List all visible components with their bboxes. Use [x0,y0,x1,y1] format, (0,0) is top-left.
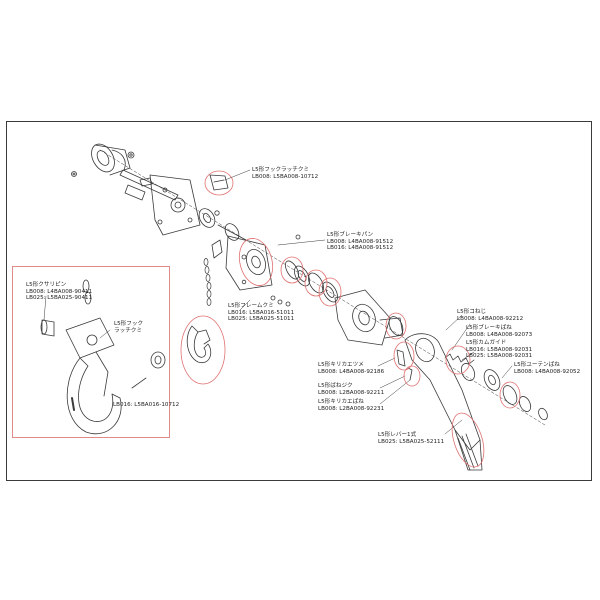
pinion-gear [198,208,247,241]
part-name: L5形ブレーキパン [327,232,374,238]
brake-cover [334,289,404,346]
label-hook-latch-set: L5形フックラッチクミ LB008: L5BA008-10712 [252,167,318,180]
brake-washers [284,260,338,303]
label-brake-pawl: L5形ブレーキパン LB008: L4BA008-91512 LB016: L4… [327,232,393,252]
part-name: L5形フレームクミ [228,303,274,309]
hook-latch-part [209,174,229,191]
side-plate-frame [149,174,201,236]
part-name: L5形フックラッチクミ [252,167,310,173]
label-pawl-shaft: L5形ばねジク LB008: L2BA008-92211 [318,383,384,396]
label-hook-latch: L5形フック ラッチクミ [114,321,143,334]
part-code: LB016: L5BA016-10712 [113,402,180,408]
part-code: LB008: L4BA008-92073 [466,331,533,338]
part-name: L5形ブレーキばね [466,325,512,331]
part-code: LB008: L4BA008-91512 [327,238,394,245]
leader-lines [43,169,513,435]
part-name: L5形クサリピン [26,282,67,288]
part-code: LB025: L5BA008-92031 [466,353,533,360]
part-name: L5形ばねジク [318,383,353,389]
part-code: LB008: L4BA008-92052 [514,368,581,375]
small-pins [214,210,301,307]
label-cam-guide: L5形カムガイド LB016: L5BA008-92031 LB025: L5B… [466,340,532,360]
part-code: LB025: L5BA025-51011 [228,316,295,323]
part-code: LB025: L5BA025-52111 [378,438,445,445]
callout-circles [180,170,521,468]
end-washers [460,363,548,421]
label-euten-spring: L5形ユーテンばね LB008: L4BA008-92052 [514,362,580,375]
inset-hook [40,279,166,435]
gear-shaft [119,169,179,201]
small-nuts-top [71,151,135,177]
part-code: LB008: L4BA008-92186 [318,368,385,375]
part-name: L5形キリカエばね [318,399,364,405]
part-name: L5形レバー1式 [378,432,417,438]
label-screw: L5形コねじ LB008: L4BA008-92212 [457,309,523,322]
brake-spring-coil [444,353,475,365]
label-latch-pin: L5形クサリピン LB008: L4BA008-90411 LB025: L5B… [26,282,92,302]
part-code: LB025: L5BA025-90411 [26,295,93,302]
frame-body [211,235,273,291]
part-name: L5形カムガイド [466,340,507,346]
label-selector-pawl: L5形キリカエツメ LB008: L4BA008-92186 [318,362,384,375]
load-sheave-wheel [91,143,131,176]
part-code: LB008: L2BA008-92231 [318,405,385,412]
hook-detail-inset [12,266,170,438]
part-code: LB008: L4BA008-92212 [457,315,524,322]
part-name: L5形コねじ [457,309,487,315]
part-code: LB016: L5BA008-92031 [466,346,533,353]
part-code: LB016: L5BA016-51011 [228,309,295,316]
lower-hook [186,325,212,364]
label-lever: L5形レバー1式 LB025: L5BA025-52111 [378,432,444,445]
label-brake-spring: L5形ブレーキばね LB008: L4BA008-92073 [466,325,532,338]
part-name: L5形ユーテンばね [514,362,560,368]
load-chain [203,258,212,306]
diagram-frame [6,121,592,481]
lever-assembly [404,333,483,471]
label-selector-spring: L5形キリカエばね LB008: L2BA008-92231 [318,399,384,412]
label-frame-set: L5形フレームクミ LB016: L5BA016-51011 LB025: L5… [228,303,294,323]
part-name: ラッチクミ [114,327,142,334]
part-code: LB016: L4BA008-91512 [327,245,394,252]
part-code: LB008: L4BA008-90411 [26,288,93,295]
selector-pawl-part [396,349,413,381]
part-name: L5形フック [114,321,144,327]
part-code: LB008: L2BA008-92211 [318,389,385,396]
part-name: L5形キリカエツメ [318,362,364,368]
label-hook-code: LB016: L5BA016-10712 [113,402,179,409]
part-code: LB008: L5BA008-10712 [252,173,319,180]
